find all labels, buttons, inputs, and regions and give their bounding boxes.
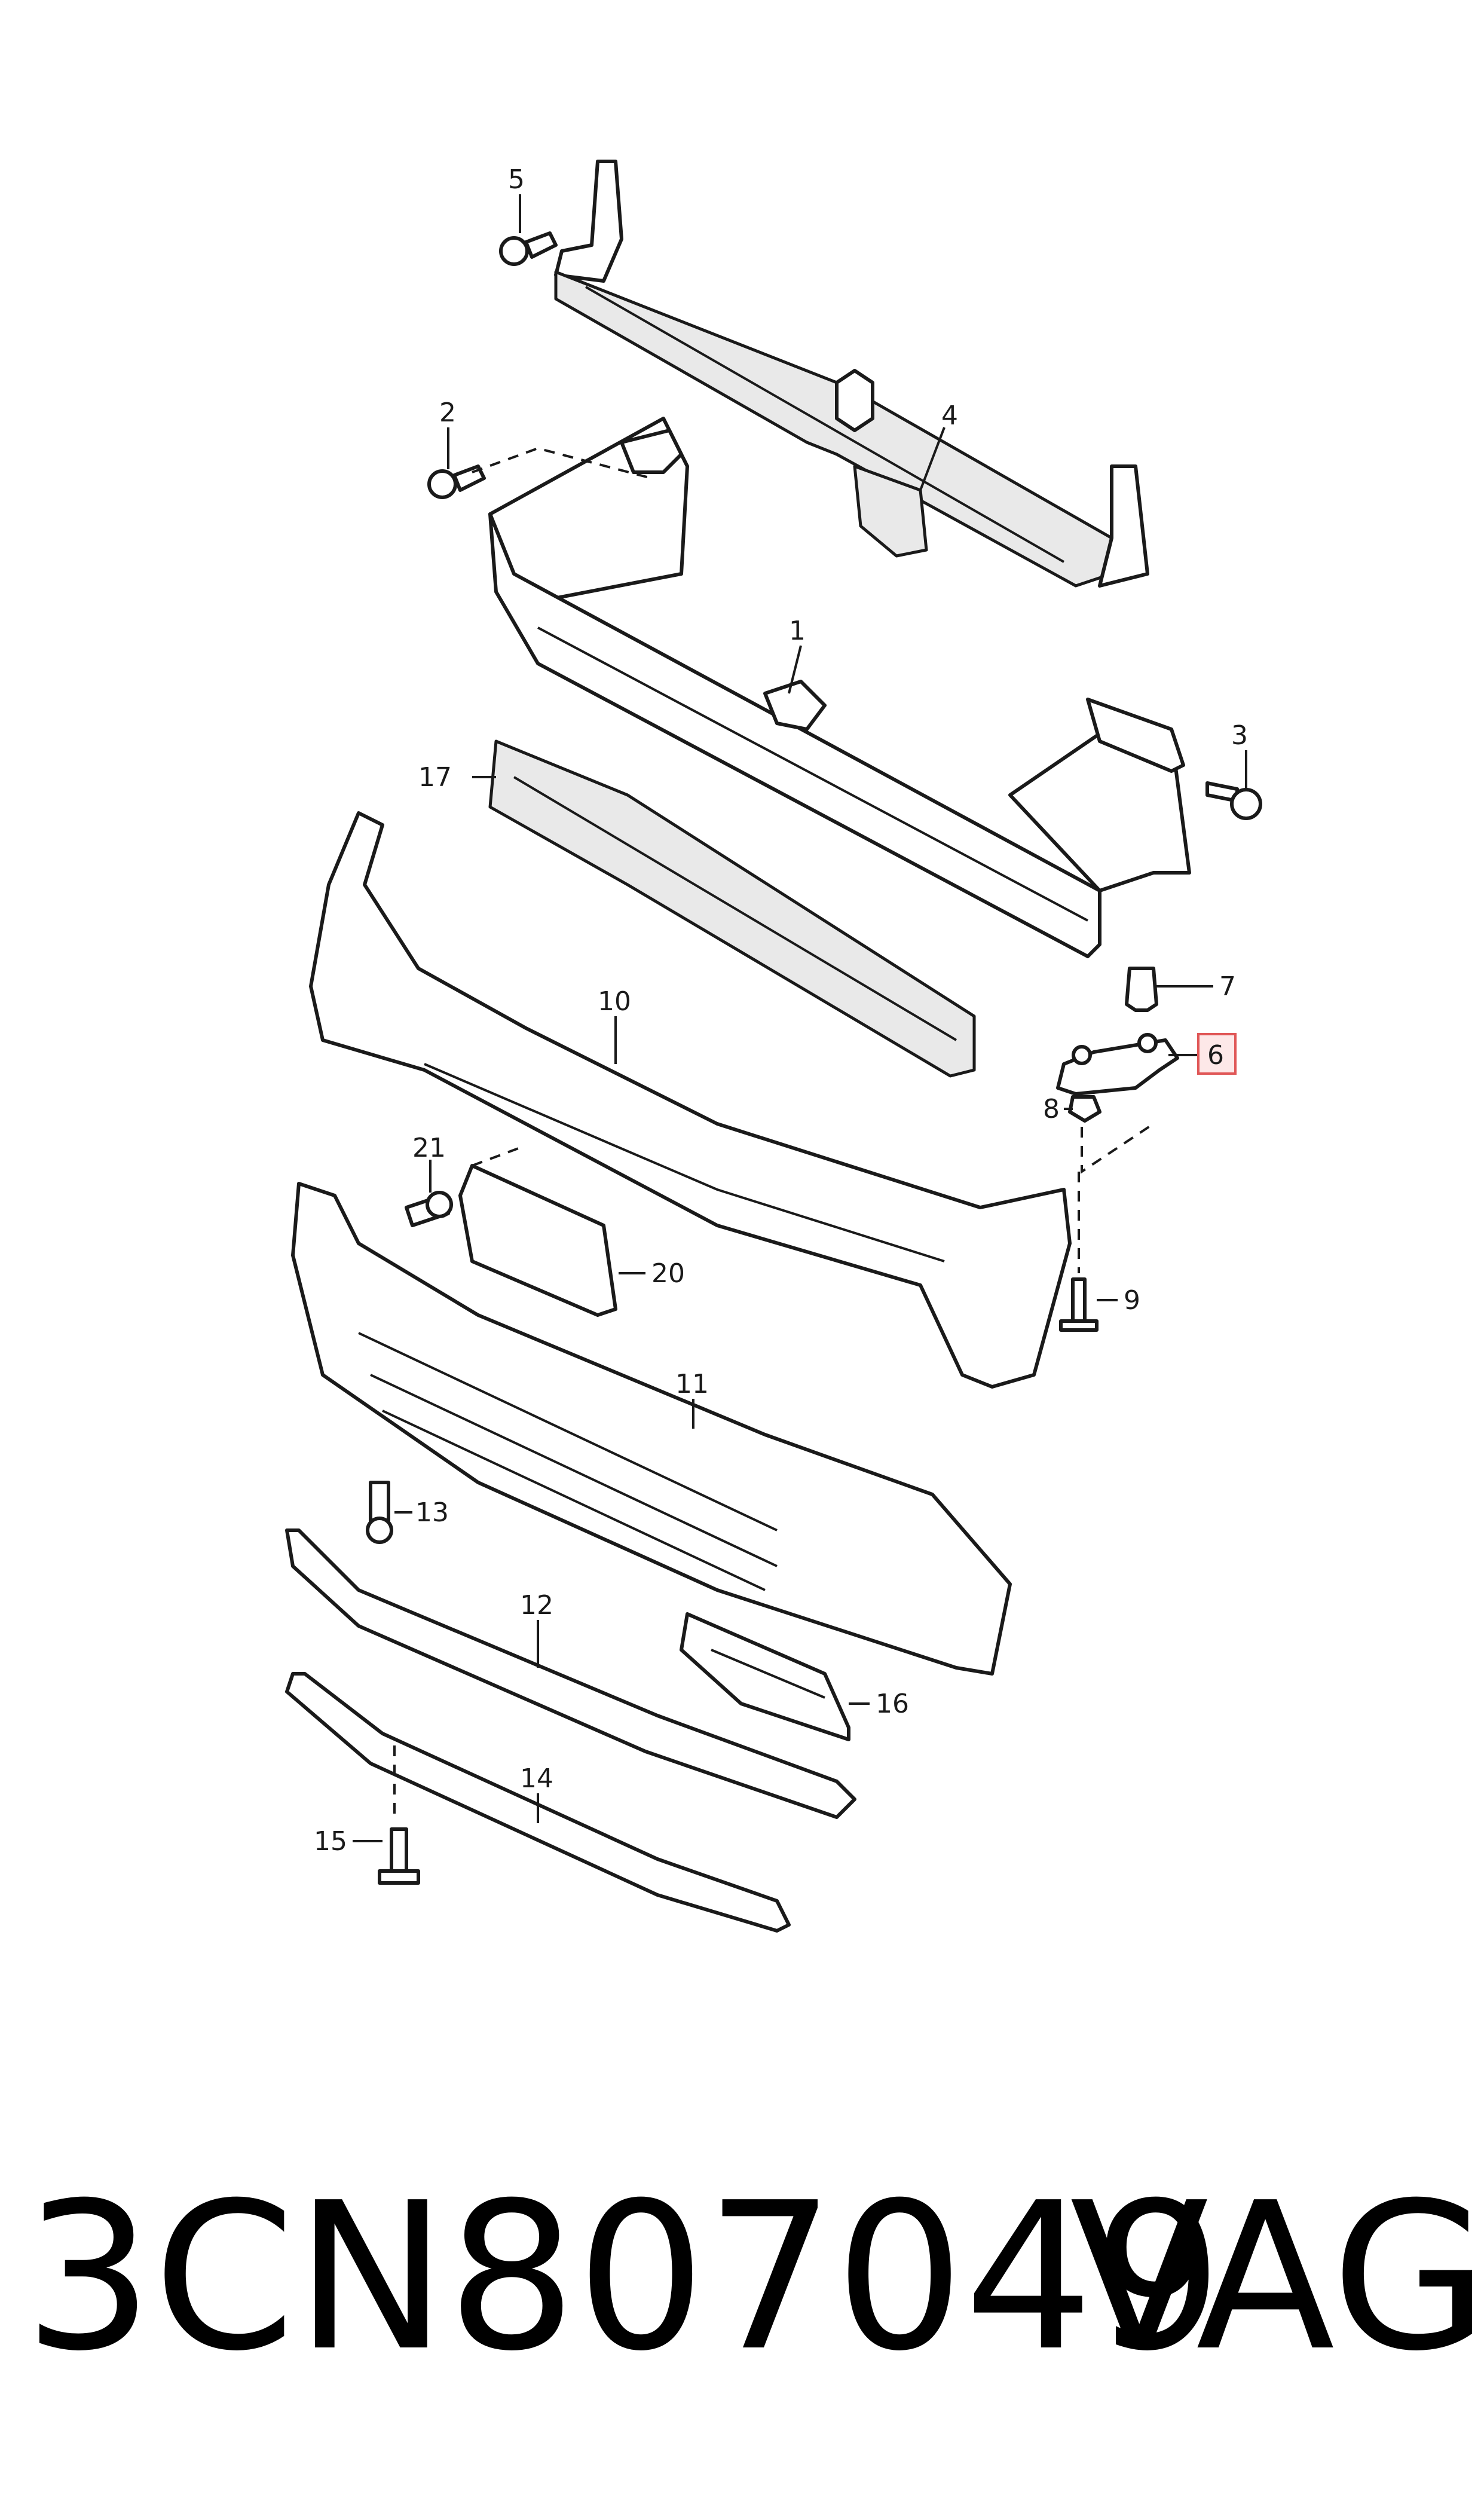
part-number: 3CN807049 [24, 2159, 1223, 2396]
part-7-clip [1125, 967, 1158, 1012]
part-4-upper-carrier [554, 160, 1149, 588]
part-2-bolt [427, 464, 486, 499]
callout-6-highlight [1197, 1033, 1237, 1075]
part-10-bumper-cover [309, 811, 1072, 1389]
callout-2: 2 [439, 398, 456, 428]
callout-5: 5 [508, 164, 525, 195]
part-13-rivet [366, 1481, 393, 1544]
callout-12: 12 [520, 1590, 553, 1621]
callout-10: 10 [598, 986, 631, 1017]
leader-lines [353, 194, 1247, 1842]
callout-7: 7 [1219, 971, 1236, 1002]
callout-4: 4 [941, 401, 958, 431]
part-20-plate-holder [458, 1164, 617, 1317]
exploded-parts-diagram: 5 2 4 1 3 17 7 6 8 10 21 20 9 11 13 12 1… [285, 160, 1262, 1933]
part-8-nut [1068, 1095, 1101, 1123]
part-11-lower-grille [291, 1182, 1012, 1676]
callout-14: 14 [520, 1763, 553, 1794]
callout-15: 15 [314, 1826, 347, 1857]
callout-17: 17 [418, 762, 452, 793]
part-15-screw [378, 1827, 420, 1885]
callout-9: 9 [1124, 1285, 1140, 1316]
part-5-bolt [499, 231, 558, 266]
callout-1: 1 [789, 616, 806, 646]
part-1-bumper-beam [488, 417, 1191, 958]
part-3-bolt [1205, 781, 1262, 820]
callout-21: 21 [412, 1133, 446, 1163]
part-12-trim-strip [285, 1528, 856, 1819]
callout-20: 20 [651, 1258, 685, 1289]
part-9-screw [1059, 1277, 1099, 1332]
footer-caption: 3CN807049 VAG [0, 2152, 1484, 2403]
part-14-lower-spoiler [285, 1672, 791, 1933]
part-6-bracket [1056, 1033, 1179, 1096]
callout-13: 13 [415, 1497, 449, 1528]
brand-name: VAG [1070, 2159, 1484, 2396]
callout-11: 11 [675, 1369, 709, 1399]
part-16-side-grille [680, 1612, 850, 1741]
callout-3: 3 [1231, 720, 1248, 751]
part-17-lower-absorber [488, 739, 976, 1078]
callout-8: 8 [1043, 1094, 1060, 1124]
part-21-rivet [405, 1191, 453, 1227]
callout-6: 6 [1207, 1040, 1224, 1071]
callout-16: 16 [876, 1689, 909, 1719]
